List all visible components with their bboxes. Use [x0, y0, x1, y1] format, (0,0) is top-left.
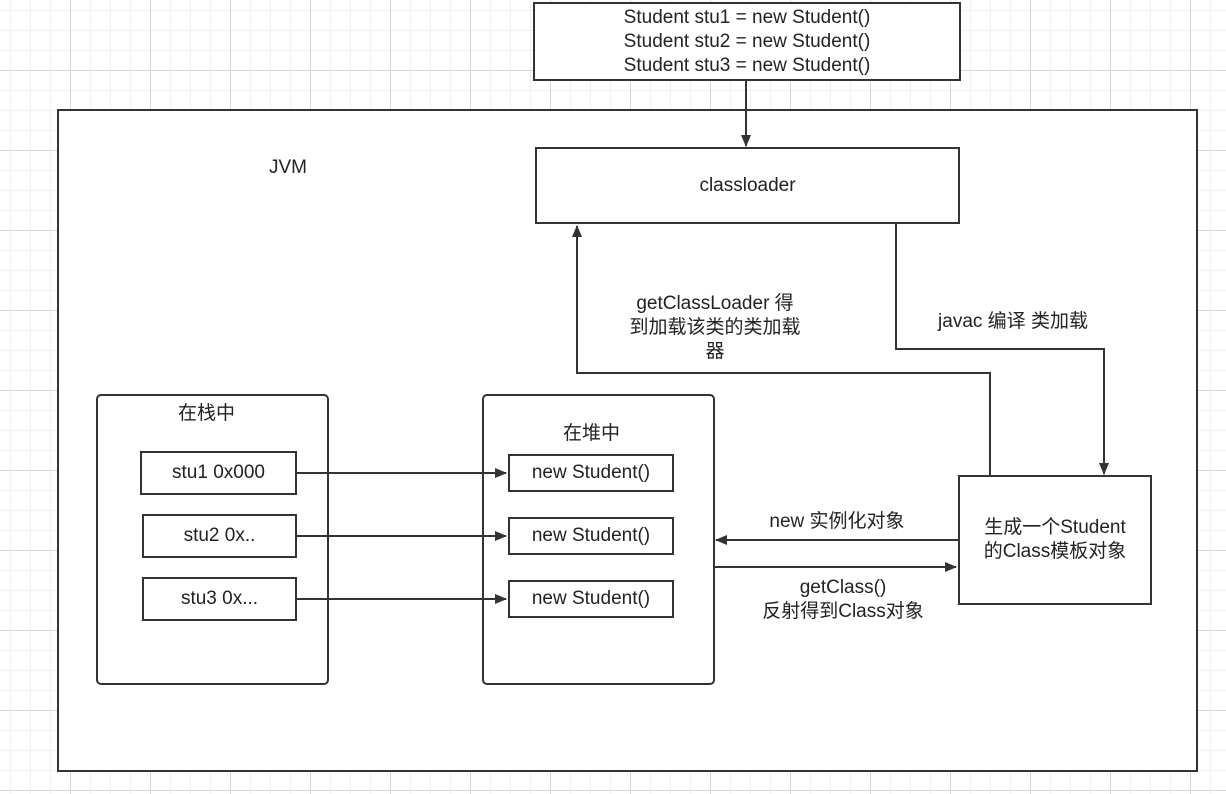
stack-item: stu3 0x... [142, 577, 297, 621]
edge-label-getclassloader: getClassLoader 得 到加载该类的类加载 器 [629, 293, 801, 362]
classloader-box: classloader [535, 147, 960, 224]
stack-item: stu2 0x.. [142, 514, 297, 558]
code-line-2: Student stu2 = new Student() [623, 30, 871, 52]
stack-title: 在栈中 [177, 403, 235, 424]
stack-item: stu1 0x000 [140, 451, 297, 495]
classloader-label: classloader [699, 174, 796, 196]
edge-label-new-instance: new 实例化对象 [769, 511, 905, 532]
code-line-3: Student stu3 = new Student() [623, 54, 871, 76]
edge-label-javac: javac 编译 类加载 [938, 311, 1088, 332]
heap-title: 在堆中 [562, 423, 620, 444]
code-block: Student stu1 = new Student() Student stu… [533, 2, 961, 81]
arrow-getclassloader [572, 225, 991, 475]
class-template-box: 生成一个Student 的Class模板对象 [958, 475, 1152, 605]
heap-item: new Student() [508, 517, 674, 555]
heap-item: new Student() [508, 454, 674, 492]
class-template-line-1: 生成一个Student [984, 517, 1126, 538]
jvm-label: JVM [269, 157, 307, 178]
heap-item: new Student() [508, 580, 674, 618]
class-template-line-2: 的Class模板对象 [983, 541, 1127, 562]
edge-label-getclass: getClass() 反射得到Class对象 [762, 577, 924, 622]
code-line-1: Student stu1 = new Student() [623, 6, 871, 28]
arrow-javac [895, 224, 1109, 475]
